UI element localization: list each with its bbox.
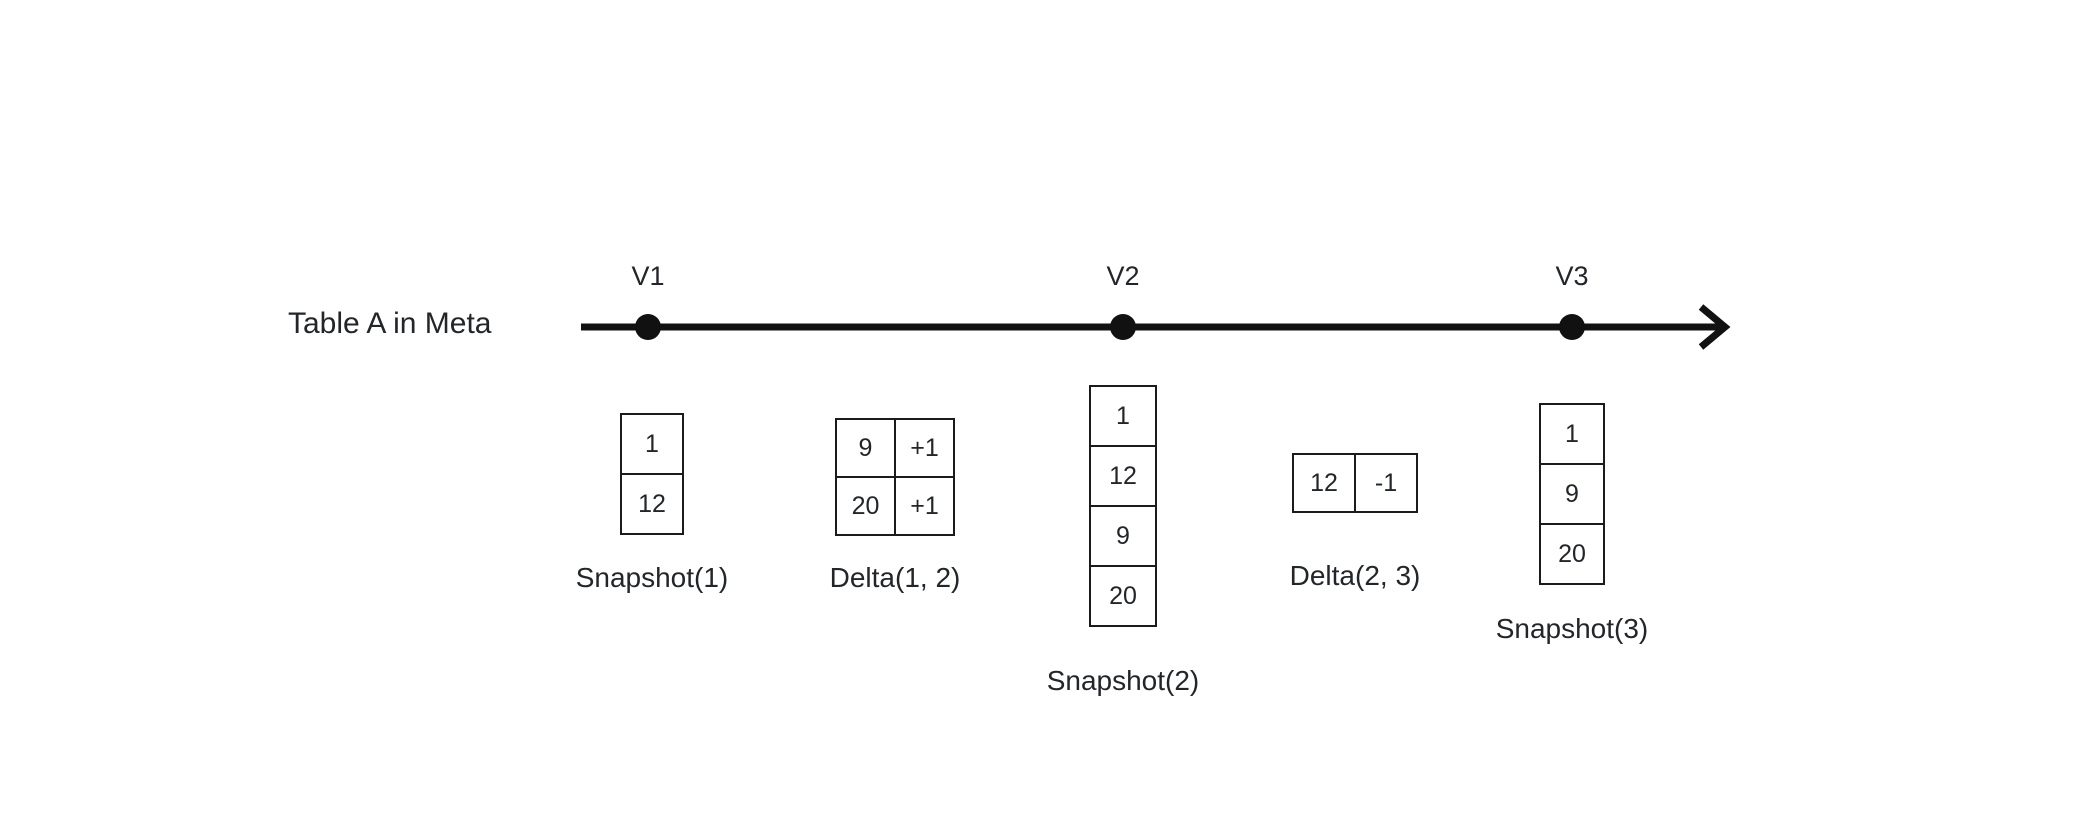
- cell-value: 9: [1089, 505, 1157, 567]
- cell-key: 12: [1292, 453, 1356, 513]
- snapshot-2-table: 1 12 9 20: [1089, 385, 1157, 627]
- table-row: 20: [1089, 565, 1157, 627]
- artifact-delta-1-2: 9 +1 20 +1: [835, 418, 955, 536]
- cell-value: 12: [1089, 445, 1157, 507]
- table-row: 12: [620, 473, 684, 535]
- artifact-snapshot-1: 1 12: [620, 413, 684, 535]
- artifact-snapshot-3: 1 9 20: [1539, 403, 1605, 585]
- caption-snapshot-2: Snapshot(2): [1046, 665, 1200, 696]
- cell-value: 12: [620, 473, 684, 535]
- cell-value: 9: [1539, 463, 1605, 525]
- table-row: 1: [1539, 403, 1605, 465]
- cell-value: 1: [1539, 403, 1605, 465]
- version-label-v1: V1: [631, 261, 665, 291]
- table-row: 9 +1: [835, 418, 955, 478]
- version-dot-v3[interactable]: [1559, 314, 1585, 340]
- caption-snapshot-3: Snapshot(3): [1495, 613, 1649, 644]
- caption-delta-2-3: Delta(2, 3): [1289, 560, 1421, 591]
- table-row: 9: [1089, 505, 1157, 567]
- cell-value: 20: [1089, 565, 1157, 627]
- timeline-row-label: Table A in Meta: [288, 307, 492, 340]
- artifact-delta-2-3: 12 -1: [1292, 453, 1418, 513]
- artifact-snapshot-2: 1 12 9 20: [1089, 385, 1157, 627]
- caption-snapshot-1: Snapshot(1): [575, 562, 729, 593]
- delta-2-3-table: 12 -1: [1292, 453, 1418, 513]
- version-label-v3: V3: [1555, 261, 1589, 291]
- table-row: 12: [1089, 445, 1157, 507]
- version-label-v2: V2: [1106, 261, 1140, 291]
- table-row: 20 +1: [835, 476, 955, 536]
- table-row: 9: [1539, 463, 1605, 525]
- cell-key: 20: [835, 476, 896, 536]
- table-row: 1: [620, 413, 684, 475]
- snapshot-1-table: 1 12: [620, 413, 684, 535]
- version-dot-v1[interactable]: [635, 314, 661, 340]
- table-row: 20: [1539, 523, 1605, 585]
- table-row: 1: [1089, 385, 1157, 447]
- caption-delta-1-2: Delta(1, 2): [829, 562, 961, 593]
- cell-value: 1: [620, 413, 684, 475]
- cell-delta: -1: [1354, 453, 1418, 513]
- table-row: 12 -1: [1292, 453, 1418, 513]
- snapshot-3-table: 1 9 20: [1539, 403, 1605, 585]
- timeline-axis: [581, 304, 1731, 350]
- cell-delta: +1: [894, 418, 955, 478]
- cell-delta: +1: [894, 476, 955, 536]
- cell-value: 20: [1539, 523, 1605, 585]
- cell-value: 1: [1089, 385, 1157, 447]
- cell-key: 9: [835, 418, 896, 478]
- version-dot-v2[interactable]: [1110, 314, 1136, 340]
- timeline-arrowhead-icon: [1698, 304, 1731, 350]
- delta-1-2-table: 9 +1 20 +1: [835, 418, 955, 536]
